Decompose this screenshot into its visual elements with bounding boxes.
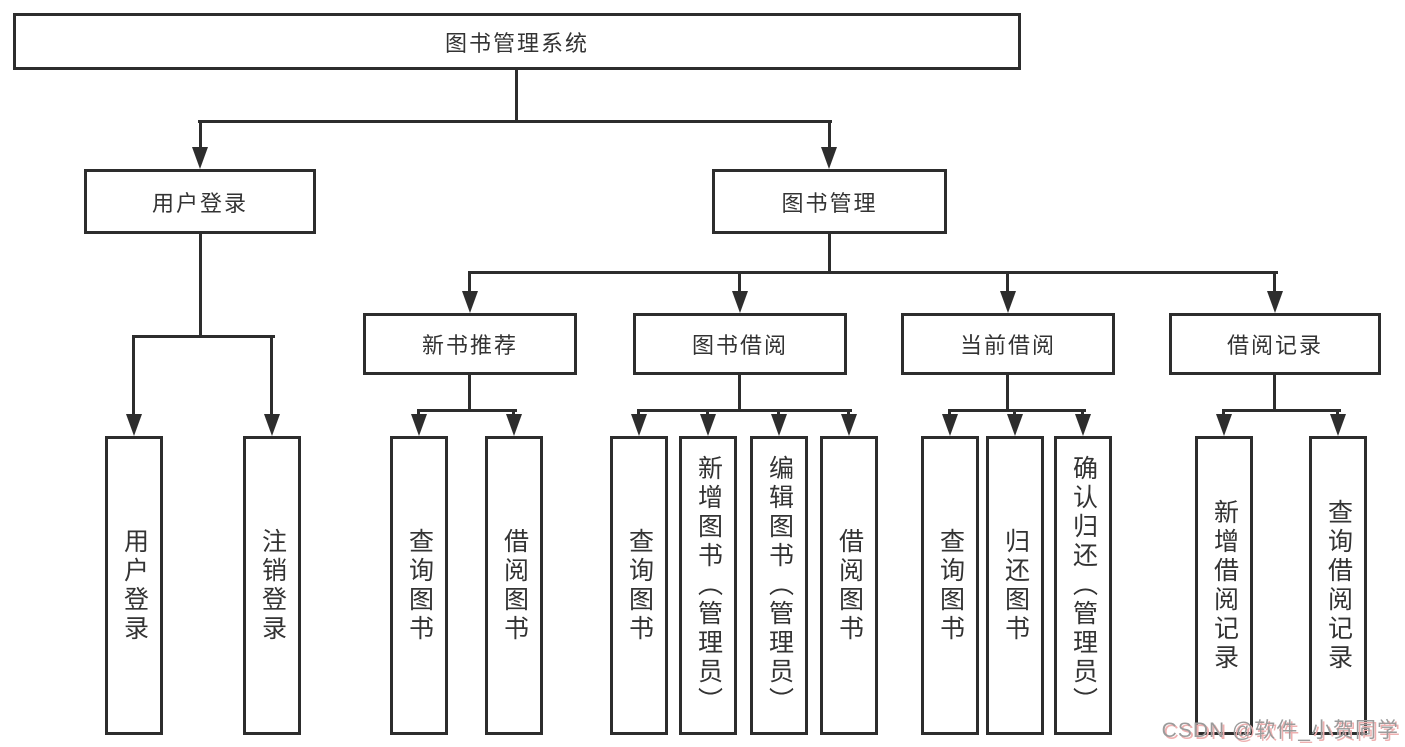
connector-line: [1222, 409, 1341, 412]
leaf-borrow-books: 借阅图书: [820, 436, 878, 735]
leaf-borrow-books-recommend-label: 借阅图书: [500, 527, 529, 644]
leaf-edit-book-admin: 编辑图书（管理员）: [750, 436, 808, 735]
node-new-book-recommend: 新书推荐: [363, 313, 577, 375]
node-book-borrow: 图书借阅: [633, 313, 847, 375]
watermark: CSDN @软件_小贺同学: [1161, 719, 1399, 742]
arrow-down-icon: [700, 414, 716, 436]
leaf-borrow-books-recommend: 借阅图书: [485, 436, 543, 735]
connector-line: [1273, 375, 1276, 412]
arrow-down-icon: [192, 147, 208, 169]
leaf-return-book: 归还图书: [986, 436, 1044, 735]
leaf-logout-label: 注销登录: [258, 527, 287, 644]
leaf-borrow-books-label: 借阅图书: [835, 527, 864, 644]
arrow-down-icon: [264, 414, 280, 436]
node-current-borrow: 当前借阅: [901, 313, 1115, 375]
arrow-down-icon: [1267, 291, 1283, 313]
arrow-down-icon: [841, 414, 857, 436]
node-root-label: 图书管理系统: [444, 30, 589, 56]
arrow-down-icon: [462, 291, 478, 313]
leaf-add-borrow-record: 新增借阅记录: [1195, 436, 1253, 735]
arrow-down-icon: [942, 414, 958, 436]
leaf-return-book-label: 归还图书: [1001, 527, 1030, 644]
arrow-down-icon: [1007, 414, 1023, 436]
connector-line: [468, 274, 471, 293]
arrow-down-icon: [732, 291, 748, 313]
connector-line: [468, 375, 471, 412]
leaf-query-books-current: 查询图书: [921, 436, 979, 735]
connector-line: [948, 409, 1086, 412]
node-borrow-records-label: 借阅记录: [1226, 333, 1323, 358]
connector-line: [1006, 375, 1009, 412]
connector-line: [468, 271, 1278, 274]
leaf-confirm-return-admin: 确认归还（管理员）: [1054, 436, 1112, 735]
leaf-query-borrow-record: 查询借阅记录: [1309, 436, 1367, 735]
arrow-down-icon: [411, 414, 427, 436]
leaf-user-login-label: 用户登录: [120, 527, 149, 644]
leaf-query-borrow-record-label: 查询借阅记录: [1324, 498, 1353, 673]
connector-line: [1273, 274, 1276, 293]
leaf-add-book-admin-label: 新增图书（管理员）: [694, 455, 723, 716]
arrow-down-icon: [771, 414, 787, 436]
leaf-confirm-return-admin-label: 确认归还（管理员）: [1069, 455, 1098, 716]
connector-line: [417, 409, 517, 412]
leaf-query-books-recommend-label: 查询图书: [405, 527, 434, 644]
connector-line: [199, 234, 202, 338]
connector-line: [738, 274, 741, 293]
connector-line: [1006, 274, 1009, 293]
connector-line: [637, 409, 852, 412]
node-book-borrow-label: 图书借阅: [691, 333, 788, 358]
node-book-management: 图书管理: [712, 169, 947, 234]
node-user-login: 用户登录: [84, 169, 316, 234]
node-book-management-label: 图书管理: [781, 190, 878, 216]
arrow-down-icon: [821, 147, 837, 169]
connector-line: [199, 123, 202, 149]
connector-line: [270, 338, 273, 416]
leaf-add-book-admin: 新增图书（管理员）: [679, 436, 737, 735]
arrow-down-icon: [1330, 414, 1346, 436]
leaf-edit-book-admin-label: 编辑图书（管理员）: [765, 455, 794, 716]
leaf-user-login: 用户登录: [105, 436, 163, 735]
connector-line: [515, 70, 518, 123]
connector-line: [132, 335, 275, 338]
node-borrow-records: 借阅记录: [1169, 313, 1381, 375]
leaf-add-borrow-record-label: 新增借阅记录: [1210, 498, 1239, 673]
node-user-login-label: 用户登录: [151, 190, 248, 216]
connector-line: [738, 375, 741, 412]
arrow-down-icon: [1075, 414, 1091, 436]
connector-line: [198, 120, 832, 123]
arrow-down-icon: [631, 414, 647, 436]
arrow-down-icon: [1216, 414, 1232, 436]
connector-line: [828, 234, 831, 274]
connector-line: [132, 338, 135, 416]
connector-line: [828, 123, 831, 149]
arrow-down-icon: [126, 414, 142, 436]
leaf-query-books-borrow: 查询图书: [610, 436, 668, 735]
leaf-logout: 注销登录: [243, 436, 301, 735]
leaf-query-books-current-label: 查询图书: [936, 527, 965, 644]
arrow-down-icon: [1000, 291, 1016, 313]
arrow-down-icon: [506, 414, 522, 436]
leaf-query-books-borrow-label: 查询图书: [625, 527, 654, 644]
node-current-borrow-label: 当前借阅: [959, 333, 1056, 358]
leaf-query-books-recommend: 查询图书: [390, 436, 448, 735]
node-root-system: 图书管理系统: [13, 13, 1021, 70]
node-new-book-recommend-label: 新书推荐: [421, 333, 518, 358]
